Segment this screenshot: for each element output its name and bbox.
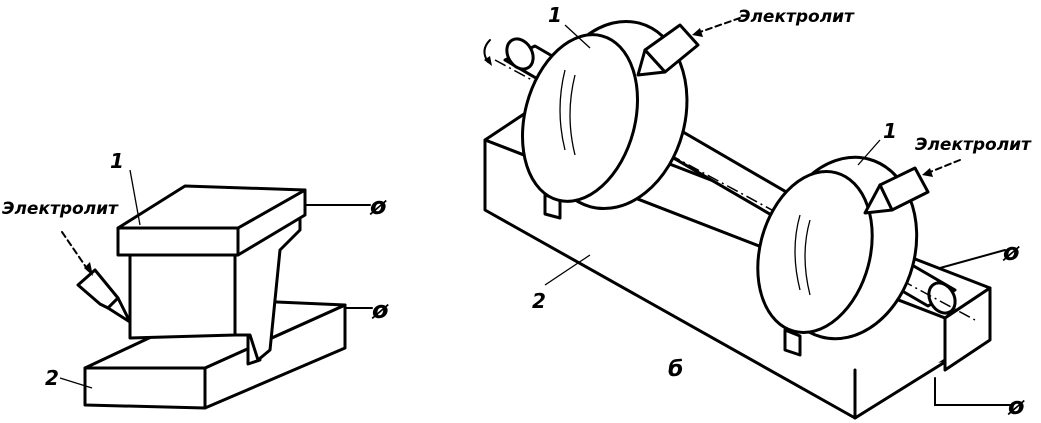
left-electrolyte-arrow	[61, 231, 89, 271]
right-terminal-top: ø	[1002, 238, 1020, 266]
left-label1-leader	[129, 169, 141, 226]
right-electrolyte-arrow	[929, 159, 961, 173]
right-nozzle-right	[863, 166, 930, 215]
right-top-wire	[939, 249, 1006, 269]
left-terminal-top: ø	[369, 192, 387, 220]
left-electrolyte-label: Электролит	[2, 199, 119, 219]
right-electrolyte-label-top: Электролит	[738, 7, 855, 27]
right-nozzle-top	[636, 23, 700, 77]
right-wheel-label-right: 1	[883, 119, 897, 143]
rotation-arrow-head	[484, 56, 492, 66]
right-arrow-head	[922, 168, 933, 177]
left-nozzle	[76, 268, 132, 324]
figure-label-b: б	[668, 357, 683, 382]
top-arrow-head	[692, 28, 703, 37]
left-label-1: 1	[110, 149, 124, 173]
right-figure: 1 1 2 Электролит Электролит ø ø б	[483, 3, 1032, 420]
right-label2-leader	[544, 254, 591, 286]
left-label-2: 2	[45, 366, 59, 390]
top-electrolyte-arrow	[699, 17, 741, 33]
left-terminal-bottom: ø	[371, 296, 389, 324]
left-arrow-head	[84, 262, 93, 276]
right-bottom-wire	[934, 377, 1011, 406]
right-wheel-label-top: 1	[548, 3, 562, 27]
left-top-plate	[116, 184, 307, 257]
wheel1-right-leader	[857, 139, 881, 166]
right-electrolyte-label-right: Электролит	[915, 135, 1032, 155]
left-figure: 1 2 Электролит ø ø	[2, 149, 389, 410]
wheel1-top-leader	[564, 24, 591, 49]
right-terminal-bottom: ø	[1007, 392, 1025, 420]
left-label2-leader	[59, 377, 93, 389]
right-base-label: 2	[532, 289, 546, 313]
